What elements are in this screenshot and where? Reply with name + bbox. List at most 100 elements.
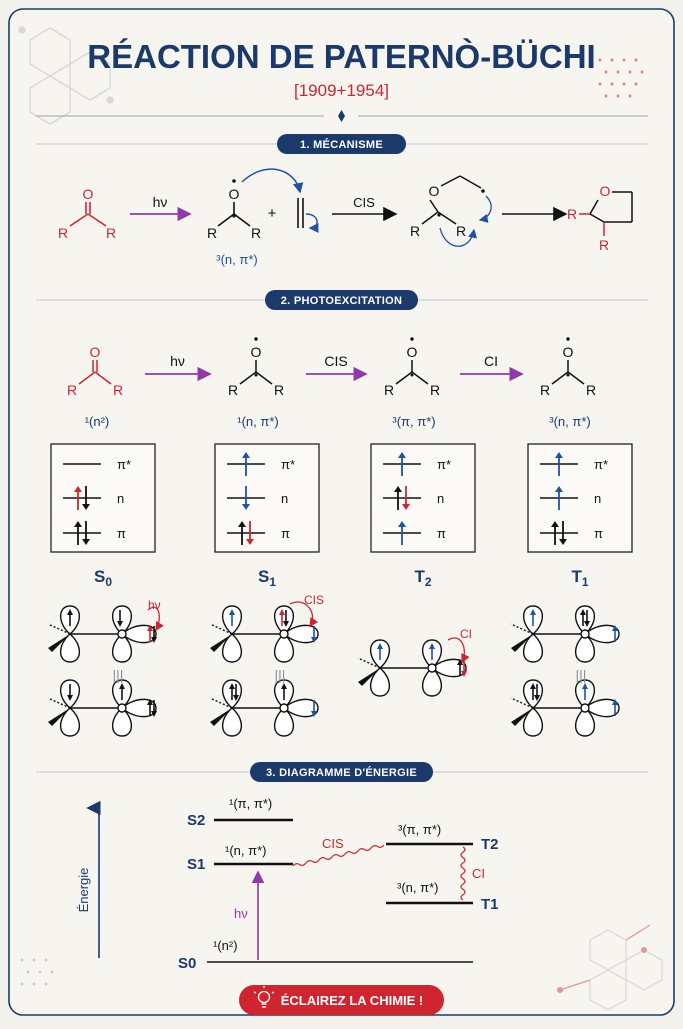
section-3-header (250, 762, 433, 782)
lobe-diagram-4: ||| (510, 605, 620, 737)
lobe-transition-label-1: hν (148, 598, 161, 612)
lobe-transition-arrow-1 (147, 606, 164, 632)
lobe-diagram-2: ||| (209, 605, 319, 737)
energy-cis-label: CIS (322, 836, 344, 851)
carbonyl-molecule-2 (239, 360, 273, 385)
excited-r2-label: R (251, 225, 261, 241)
transition-label-2: CIS (324, 353, 347, 369)
orbital-label: π* (281, 457, 295, 472)
state-name-t2: T2 (414, 567, 431, 589)
radical-dot-icon (410, 373, 414, 377)
energy-ci-wave (460, 846, 466, 901)
mechanism-hv-label: hν (153, 194, 168, 210)
eclairez-button[interactable] (239, 985, 444, 1015)
dots-decoration-bottom-left (20, 958, 54, 986)
level-t1-term: ³(n, π*) (397, 880, 438, 895)
oxetane-oxygen-label: O (600, 183, 611, 199)
section-2-title: 2. PHOTOEXCITATION (281, 295, 403, 307)
carbonyl-molecule-4 (551, 360, 585, 385)
alkene-reactant (297, 198, 304, 228)
transition-label-1: hν (170, 353, 185, 369)
state-name-t1: T1 (571, 567, 588, 589)
state-label-3: ³(π, π*) (392, 414, 435, 429)
diamond-ornament-icon (338, 110, 345, 122)
oxetane-r1-label: R (567, 206, 577, 222)
orbital-label: π* (594, 457, 608, 472)
radical-dot-icon (254, 337, 258, 341)
excited-r1-label: R (207, 225, 217, 241)
equivalence-mark: ||| (576, 667, 587, 683)
level-s2-name: S2 (187, 812, 205, 829)
orbital-label: π (594, 526, 603, 541)
orbital-label: π* (117, 457, 131, 472)
lightbulb-icon (253, 986, 275, 1008)
equivalence-mark: ||| (275, 667, 286, 683)
level-t1-name: T1 (481, 896, 499, 913)
oxetane-product (589, 191, 633, 223)
lobe-diagram-3 (357, 639, 467, 697)
orbital-label: π (117, 526, 126, 541)
electron-arrow-icon (478, 195, 492, 223)
lobe-transition-arrow-3 (447, 637, 470, 664)
hexagon-decoration-bottom-right (557, 924, 663, 1011)
level-t2-name: T2 (481, 836, 499, 853)
lobe-diagram-1: ||| (47, 605, 157, 737)
excited-oxygen-label: O (229, 186, 240, 202)
molecule-oxygen-label: O (407, 344, 418, 360)
orbital-label: n (594, 491, 601, 506)
hexagon-decoration-top-left (18, 26, 114, 125)
electron-arrow-icon (241, 168, 304, 194)
section-1-title: 1. MÉCANISME (300, 138, 383, 151)
molecule-oxygen-label: O (90, 344, 101, 360)
radical-dot-icon (481, 189, 485, 193)
molecule-oxygen-label: O (251, 344, 262, 360)
level-s0-term: ¹(n²) (213, 938, 238, 953)
section-3-title: 3. DIAGRAMME D'ÉNERGIE (266, 766, 417, 779)
excited-carbonyl (217, 202, 251, 227)
years-subtitle: [1909+1954] (294, 81, 389, 100)
molecule-r2-label: R (430, 382, 440, 398)
biradical-oxygen-label: O (429, 183, 440, 199)
molecule-r2-label: R (274, 382, 284, 398)
dots-decoration-top-right (598, 58, 644, 98)
radical-dot-icon (566, 337, 570, 341)
biradical-r2-label: R (456, 223, 466, 239)
eclairez-button-label: ÉCLAIREZ LA CHIMIE ! (281, 993, 424, 1008)
lobe-transition-label-2: CIS (304, 593, 324, 607)
radical-dot-icon (232, 179, 236, 183)
level-t2-term: ³(π, π*) (398, 822, 441, 837)
radical-dot-icon (437, 213, 441, 217)
level-s0-name: S0 (178, 955, 196, 972)
state-name-s0: S0 (94, 567, 112, 589)
mechanism-cis-label: CIS (353, 195, 375, 210)
level-s1-name: S1 (187, 856, 205, 873)
ketone-reactant (69, 202, 107, 227)
orbital-box-4: π* n πT1 (527, 443, 633, 589)
biradical-intermediate (421, 175, 482, 225)
molecule-r1-label: R (540, 382, 550, 398)
ketone-r1-label: R (58, 225, 68, 241)
ketone-r2-label: R (106, 225, 116, 241)
section-1-header (277, 134, 406, 154)
radical-dot-icon (410, 337, 414, 341)
radical-dot-icon (232, 214, 236, 218)
radical-dot-icon (254, 373, 258, 377)
molecule-r1-label: R (384, 382, 394, 398)
carbonyl-molecule-3 (395, 360, 429, 385)
oxetane-r2-label: R (599, 237, 609, 253)
orbital-label: n (437, 491, 444, 506)
equivalence-mark: ||| (113, 667, 124, 683)
molecule-r2-label: R (113, 382, 123, 398)
biradical-r1-label: R (410, 223, 420, 239)
energy-hv-label: hν (234, 906, 248, 921)
plus-sign: + (268, 205, 277, 222)
molecule-r1-label: R (67, 382, 77, 398)
radical-dot-icon (566, 373, 570, 377)
orbital-label: n (281, 491, 288, 506)
